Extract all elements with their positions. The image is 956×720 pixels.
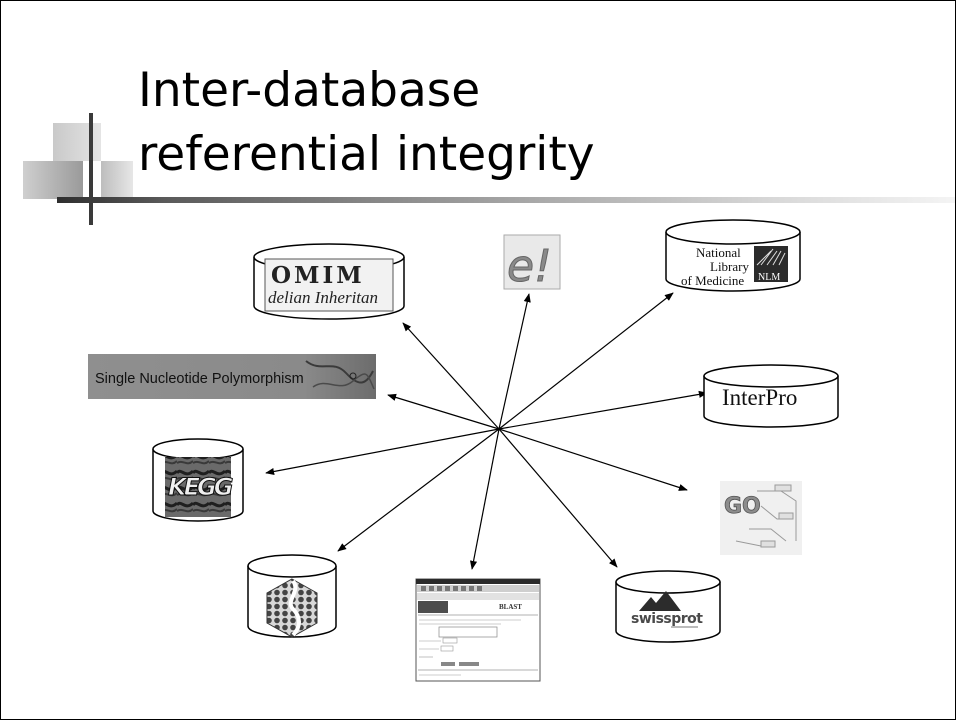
- nlm-database: National Library of Medicine NLM: [665, 219, 801, 292]
- arrow-interpro: [498, 390, 708, 430]
- decor-block-left: [23, 161, 83, 199]
- title-line-1: Inter-database: [138, 63, 481, 118]
- decor-block-right: [101, 161, 133, 199]
- nlm-line-2: Library: [710, 259, 749, 274]
- interpro-label: InterPro: [722, 385, 797, 410]
- interpro-database: InterPro: [703, 364, 839, 428]
- arrow-swissprot: [498, 428, 618, 568]
- blast-screenshot: BLAST: [415, 578, 541, 682]
- snp-banner: Single Nucleotide Polymorphism: [88, 354, 376, 399]
- swissprot-label: swissprot: [631, 611, 703, 627]
- nlm-line-1: National: [696, 245, 741, 260]
- arrow-snp: [387, 393, 500, 430]
- arrow-go: [498, 428, 688, 491]
- arrows: [265, 292, 708, 570]
- sequence-database: [247, 554, 337, 638]
- snp-label: Single Nucleotide Polymorphism: [95, 371, 304, 387]
- arrow-hexdb: [337, 428, 500, 552]
- arrow-kegg: [265, 428, 500, 476]
- arrow-nlm: [498, 292, 674, 430]
- decor-block-top: [53, 123, 101, 161]
- title-line-2: referential integrity: [138, 127, 595, 182]
- ensembl-logo-text: e!: [507, 241, 552, 292]
- decor-title-underline: [57, 197, 955, 203]
- kegg-logo: KEGG: [168, 473, 233, 501]
- arrow-ensembl: [498, 293, 531, 430]
- arrow-omim: [402, 322, 500, 430]
- swissprot-database: swissprot: [615, 570, 721, 643]
- nlm-line-3: of Medicine: [681, 273, 744, 288]
- kegg-database: KEGG: [152, 438, 244, 522]
- omim-logo: OMIM: [271, 262, 365, 289]
- arrow-blast: [469, 428, 500, 570]
- go-logo: GO: [724, 494, 761, 519]
- nlm-book-icon: NLM: [754, 246, 788, 283]
- omim-database: OMIM delian Inheritan: [253, 243, 405, 320]
- omim-subtitle: delian Inheritan: [268, 288, 378, 307]
- nlm-badge: NLM: [758, 272, 780, 283]
- ensembl-logo: e!: [503, 234, 561, 293]
- decor-vertical-line: [89, 113, 93, 225]
- go-ontology-image: GO: [720, 481, 802, 555]
- slide-title: Inter-database referential integrity: [138, 59, 898, 187]
- blast-header: BLAST: [499, 603, 522, 611]
